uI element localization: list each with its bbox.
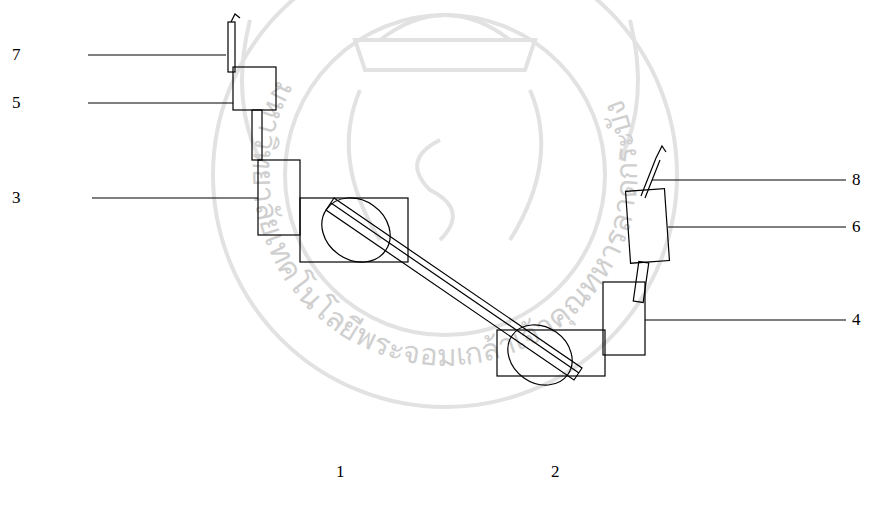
callout-number: 1 xyxy=(336,463,345,480)
hook xyxy=(656,146,666,158)
watermark-text: มหาวิทยาลัยเทคโนโลยีพระจอมเกล้าเจ้าคุณทห… xyxy=(246,76,644,373)
callout-number: 2 xyxy=(551,463,560,480)
pulley-box xyxy=(300,198,408,262)
leader-line xyxy=(645,319,846,320)
diagonal-bar xyxy=(326,198,582,380)
pulley xyxy=(496,313,584,398)
callout-number: 3 xyxy=(12,189,21,206)
rod xyxy=(641,158,660,198)
callout-number: 6 xyxy=(852,218,861,235)
seal-outline xyxy=(213,0,677,407)
motor-box xyxy=(258,160,300,235)
callout-number: 5 xyxy=(12,94,21,111)
shaft xyxy=(633,261,648,302)
shaft xyxy=(252,110,262,160)
housing-box xyxy=(626,189,670,264)
callout-number: 8 xyxy=(852,171,861,188)
leader-line xyxy=(92,197,258,198)
housing-box xyxy=(233,67,276,110)
leader-line xyxy=(88,54,226,55)
callout-number: 7 xyxy=(12,46,21,63)
callout-number: 4 xyxy=(852,311,861,328)
leader-line xyxy=(668,226,846,227)
motor-box xyxy=(603,282,645,355)
leader-line xyxy=(88,102,233,103)
rod xyxy=(228,22,235,72)
hook xyxy=(231,14,240,22)
leader-line xyxy=(652,179,846,180)
pulley-box xyxy=(497,330,605,376)
